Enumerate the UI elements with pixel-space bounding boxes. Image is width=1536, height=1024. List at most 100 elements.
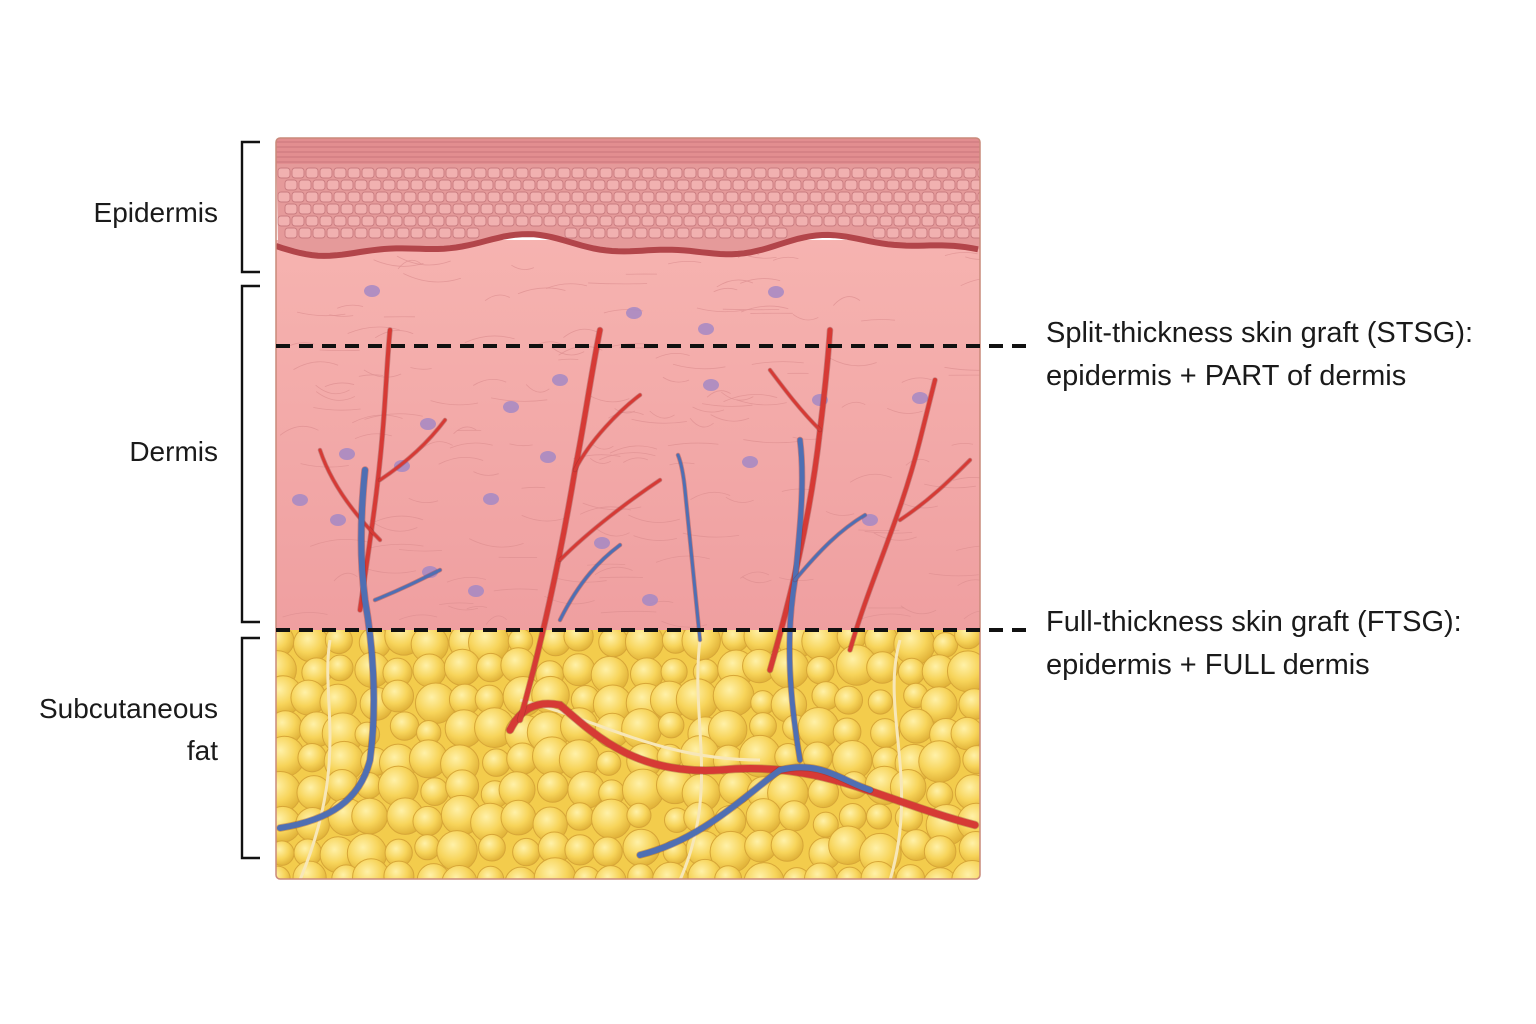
- epidermis-cell: [956, 203, 970, 215]
- dermis-fiber: [300, 463, 349, 468]
- dermis-fiber: [631, 418, 687, 424]
- epidermis-cell: [795, 167, 809, 179]
- epidermis-cell: [277, 191, 291, 203]
- dermis-fiber: [740, 278, 781, 284]
- epidermis-cell: [347, 215, 361, 227]
- epidermis-cell: [683, 191, 697, 203]
- epidermis-cell: [746, 203, 760, 215]
- dermis-fiber: [859, 613, 911, 620]
- cell-nucleus: [642, 594, 658, 606]
- dermis-fiber: [690, 491, 731, 500]
- epidermis-cell: [515, 167, 529, 179]
- subcutaneous-bracket: [240, 636, 260, 860]
- dermis-fiber: [448, 605, 479, 611]
- dermis-fiber: [692, 406, 725, 413]
- cell-nucleus: [394, 460, 410, 472]
- epidermis-cell: [704, 227, 718, 239]
- fat-cell: [867, 689, 894, 715]
- dermis-label: Dermis: [129, 436, 218, 467]
- dermis-fiber: [649, 410, 675, 419]
- dermis-fiber: [887, 407, 923, 414]
- epidermis-cell: [760, 179, 774, 191]
- epidermis-cell: [578, 179, 592, 191]
- dermis-fiber: [333, 572, 358, 582]
- dermis-fiber: [509, 443, 533, 447]
- dermis-fiber: [667, 442, 719, 447]
- epidermis-cell: [844, 203, 858, 215]
- fat-cell: [652, 861, 690, 879]
- fat-cell: [778, 800, 810, 832]
- dermis-fiber: [373, 259, 424, 267]
- epidermis-cell: [949, 191, 963, 203]
- epidermis-cell: [417, 215, 431, 227]
- epidermis-cell: [606, 179, 620, 191]
- epidermis-cell: [851, 191, 865, 203]
- epidermis-cell: [417, 191, 431, 203]
- epidermis-cell: [977, 167, 980, 179]
- fat-cell: [922, 867, 958, 879]
- fat-cell: [592, 836, 623, 867]
- epidermis-cell: [935, 191, 949, 203]
- fat-cell: [572, 865, 601, 879]
- epidermis-cell: [648, 179, 662, 191]
- dermis-fiber: [861, 319, 895, 322]
- dermis-fiber: [397, 259, 422, 270]
- epidermis-cell: [711, 167, 725, 179]
- epidermis-cell: [438, 179, 452, 191]
- epidermis-cell: [494, 203, 508, 215]
- epidermis-cell: [606, 227, 620, 239]
- epidermis-cell: [396, 179, 410, 191]
- fat-cell: [381, 679, 415, 713]
- dermis-fiber: [399, 614, 438, 621]
- fat-cell: [621, 708, 663, 750]
- dermis-fiber: [319, 349, 360, 351]
- dermis-fiber: [337, 304, 364, 309]
- artery: [506, 700, 979, 829]
- stsg-label: Split-thickness skin graft (STSG): epide…: [1046, 312, 1473, 398]
- dermis-fiber: [740, 571, 770, 579]
- epidermis-cell: [382, 227, 396, 239]
- epidermis-cell: [711, 215, 725, 227]
- artery: [848, 378, 937, 652]
- epidermis-cell: [739, 191, 753, 203]
- epidermis-cell: [816, 203, 830, 215]
- fat-cell: [383, 860, 415, 879]
- epidermis-cell: [732, 227, 746, 239]
- epidermis-cell: [767, 191, 781, 203]
- epidermis-cell: [354, 179, 368, 191]
- dermis-fiber: [628, 514, 680, 523]
- stsg-label-title: Split-thickness skin graft (STSG):: [1046, 317, 1474, 349]
- dermis-fiber: [363, 567, 417, 574]
- epidermis-cell: [774, 227, 788, 239]
- fat-cell: [932, 631, 959, 658]
- epidermis-cell: [515, 215, 529, 227]
- dermis-fiber: [741, 305, 789, 313]
- epidermis-cell: [760, 227, 774, 239]
- epidermis-cell: [291, 215, 305, 227]
- epidermis-cell: [886, 227, 900, 239]
- epidermis-cell: [347, 167, 361, 179]
- epidermis-cell: [641, 191, 655, 203]
- fat-cell: [712, 674, 755, 717]
- epidermis-cell: [410, 227, 424, 239]
- fat-cell: [412, 805, 443, 837]
- epidermis-cell: [662, 227, 676, 239]
- dermis-fiber: [773, 256, 799, 261]
- epidermis-cell: [571, 191, 585, 203]
- dermis-fiber: [580, 506, 631, 515]
- epidermis-cell: [893, 167, 907, 179]
- cell-nucleus: [552, 374, 568, 386]
- epidermis-cell: [837, 167, 851, 179]
- epidermis-cell: [445, 191, 459, 203]
- epidermis-cell: [711, 191, 725, 203]
- epidermis-cell: [319, 215, 333, 227]
- dermis-fiber: [469, 538, 524, 548]
- blood-vessels: [276, 326, 980, 859]
- epidermis-cell: [809, 215, 823, 227]
- epidermis-cell: [487, 215, 501, 227]
- epidermis-cell: [970, 179, 980, 191]
- epidermis-cell: [781, 167, 795, 179]
- dermis-fiber: [588, 282, 648, 285]
- ftsg-label-description: epidermis + FULL dermis: [1046, 649, 1370, 681]
- epidermis-cell: [277, 215, 291, 227]
